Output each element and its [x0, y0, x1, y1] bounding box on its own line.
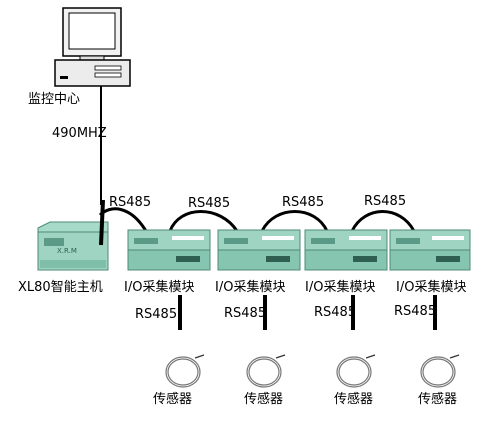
module-label-3: I/O采集模块	[305, 280, 376, 295]
sensor-label-4: 传感器	[418, 392, 458, 407]
sensor-icon	[165, 354, 205, 388]
io-module-3	[304, 229, 388, 271]
host-device	[37, 199, 109, 271]
bus-label-3: RS485	[282, 195, 325, 210]
sensor-link-label-1: RS485	[135, 307, 178, 322]
bus-label-2: RS485	[188, 196, 231, 211]
host-logo-text: X.R.M	[57, 247, 77, 255]
antenna-icon	[99, 199, 105, 246]
computer-icon	[54, 7, 131, 87]
io-module-1	[127, 229, 211, 271]
io-module-2	[217, 229, 301, 271]
io-module-4	[389, 229, 471, 271]
bus-cable-1	[98, 207, 148, 232]
monitor-center-label: 监控中心	[28, 92, 81, 107]
sensor-icon	[246, 354, 286, 388]
module-label-1: I/O采集模块	[124, 280, 195, 295]
sensor-label-2: 传感器	[244, 392, 284, 407]
bus-cable-2	[168, 210, 239, 232]
wireless-link-label: 490MHZ	[52, 126, 107, 141]
sensor-link-label-3: RS485	[314, 305, 357, 320]
bus-cable-4	[350, 210, 416, 232]
bus-label-4: RS485	[364, 194, 407, 209]
sensor-icon	[336, 354, 376, 388]
bus-cable-3	[260, 210, 329, 232]
bus-label-1: RS485	[109, 195, 152, 210]
module-label-4: I/O采集模块	[396, 280, 467, 295]
sensor-link-label-2: RS485	[224, 306, 267, 321]
module-label-2: I/O采集模块	[215, 280, 286, 295]
host-label: XL80智能主机	[18, 280, 103, 295]
sensor-icon	[420, 354, 460, 388]
sensor-label-1: 传感器	[153, 392, 193, 407]
sensor-label-3: 传感器	[334, 392, 374, 407]
sensor-link-label-4: RS485	[394, 304, 437, 319]
